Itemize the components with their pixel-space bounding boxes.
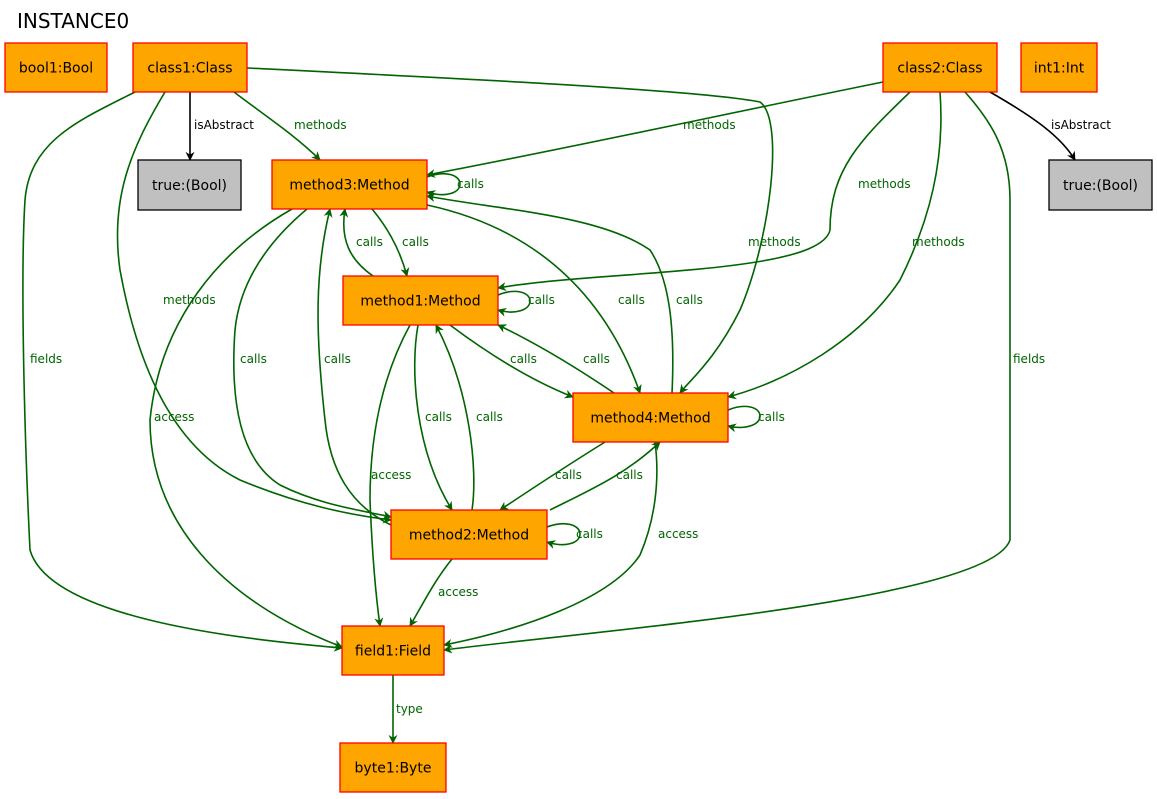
node-box-bool1 [4,42,108,93]
edge-class2-to-true2 [989,91,1076,161]
edge-label-methods: methods [858,177,911,191]
edge-label-access: access [438,585,478,599]
edge-label-calls: calls [476,410,503,424]
edge-label-calls: calls [583,352,610,366]
node-int1: int1:Int [1020,42,1098,93]
edge-method4-to-method4 [727,405,761,433]
node-label-class2: class2:Class [897,61,982,77]
node-method3: method3:Method [271,159,428,210]
edge-label-access: access [154,410,194,424]
node-box-class1 [132,42,248,93]
edge-method2-to-field1 [409,558,453,627]
edge-class1-to-method2 [116,91,392,524]
edge-label-calls: calls [402,235,429,249]
node-label-method4: method4:Method [590,411,710,427]
edge-label-isAbstract: isAbstract [1051,118,1111,132]
edge-label-fields: fields [1013,352,1045,366]
edge-method4-to-method3 [426,193,674,394]
edge-label-calls: calls [676,293,703,307]
edge-method2-to-method1 [435,324,475,511]
node-label-field1: field1:Field [355,644,431,660]
node-class2: class2:Class [882,42,998,93]
edge-label-calls: calls [324,352,351,366]
node-label-byte1: byte1:Byte [355,761,432,777]
node-byte1: byte1:Byte [339,742,447,793]
edge-label-methods: methods [912,235,965,249]
edge-label-calls: calls [356,235,383,249]
edge-class2-to-field1 [443,91,1011,654]
edge-label-calls: calls [510,352,537,366]
edge-method4-to-method2 [499,441,606,511]
node-label-true2: true:(Bool) [1063,178,1138,194]
edge-label-calls: calls [457,177,484,191]
edge-label-isAbstract: isAbstract [194,118,254,132]
edge-class2-to-method3 [426,81,884,178]
edge-class1-to-field1 [22,91,343,652]
node-label-method1: method1:Method [360,294,480,310]
edge-method3-to-method3 [426,172,461,199]
edge-label-calls: calls [555,468,582,482]
edge-label-calls: calls [758,410,785,424]
node-method1: method1:Method [342,275,499,326]
edge-label-calls: calls [576,527,603,541]
node-field1: field1:Field [341,625,445,676]
edge-method3-to-field1 [149,208,343,649]
node-method4: method4:Method [572,392,729,443]
edge-label-methods: methods [294,118,347,132]
node-method2: method2:Method [390,509,548,560]
node-label-int1: int1:Int [1034,61,1085,77]
edge-label-calls: calls [528,293,555,307]
diagram-title: INSTANCE0 [17,9,130,33]
edge-method1-to-method3 [339,208,374,277]
edge-method4-to-method1 [497,324,615,394]
edge-method3-to-method2 [233,208,392,520]
edge-method1-to-method2 [413,324,453,511]
node-label-method2: method2:Method [409,528,529,544]
edge-method1-to-method1 [497,290,531,317]
node-box-true1 [137,159,242,211]
edge-label-fields: fields [30,352,62,366]
node-box-class2 [882,42,998,93]
edge-class1-to-method4 [246,67,774,394]
edge-label-methods: methods [748,235,801,249]
edge-method2-to-method3 [317,208,392,526]
node-label-class1: class1:Class [147,61,232,77]
edge-method1-to-method4 [449,324,574,399]
edge-class2-to-method1 [497,91,911,292]
edge-label-methods: methods [163,293,216,307]
node-box-method2 [390,509,548,560]
edge-method4-to-field1 [443,441,658,648]
edge-label-methods: methods [683,118,736,132]
edge-label-access: access [371,468,411,482]
edge-label-calls: calls [425,410,452,424]
edge-label-calls: calls [618,293,645,307]
edge-label-type: type [396,702,423,716]
node-box-int1 [1020,42,1098,93]
edge-label-access: access [658,527,698,541]
node-true1: true:(Bool) [137,159,242,211]
edge-method2-to-method2 [546,522,581,549]
edge-class1-to-method3 [233,91,321,161]
node-box-method4 [572,392,729,443]
edge-label-calls: calls [616,468,643,482]
edge-method3-to-method4 [426,204,642,394]
node-true2: true:(Bool) [1048,159,1153,211]
node-class1: class1:Class [132,42,248,93]
edge-method1-to-field1 [369,324,411,627]
edge-label-calls: calls [240,352,267,366]
node-label-bool1: bool1:Bool [19,61,93,77]
node-bool1: bool1:Bool [4,42,108,93]
node-box-method3 [271,159,428,210]
edge-method2-to-method4 [549,441,661,511]
node-box-byte1 [339,742,447,793]
edge-class2-to-method4 [727,91,942,400]
node-box-field1 [341,625,445,676]
edge-method3-to-method1 [371,208,410,277]
node-label-true1: true:(Bool) [152,178,227,194]
node-box-true2 [1048,159,1153,211]
node-label-method3: method3:Method [289,178,409,194]
node-box-method1 [342,275,499,326]
